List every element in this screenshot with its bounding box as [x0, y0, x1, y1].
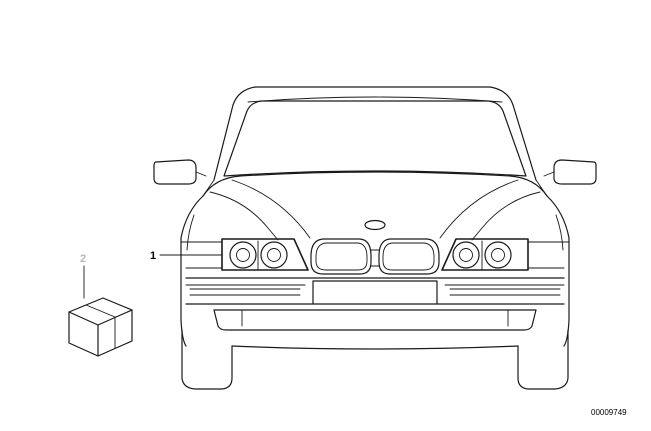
hood-line-right [439, 179, 519, 239]
fender-line-left [186, 214, 195, 251]
windshield [223, 100, 527, 177]
tire-left [181, 329, 233, 390]
bumper-strip-right [449, 288, 561, 296]
hood-line-left [231, 179, 311, 239]
headlight-right [441, 238, 529, 271]
headlight-surround-left [180, 241, 223, 269]
emblem [364, 219, 386, 231]
reference-number: 00009749 [591, 408, 627, 417]
mirror-left [153, 159, 207, 185]
car-front-view [153, 86, 597, 390]
headlight-surround-right [527, 241, 570, 269]
kidney-grille [310, 238, 440, 275]
tire-right [517, 329, 569, 390]
mirror-right [543, 159, 597, 185]
body-side-right [546, 195, 570, 347]
callout-label-1[interactable]: 1 [150, 250, 156, 262]
hood-outline [202, 171, 548, 197]
fender-line-right [555, 214, 564, 251]
car-roof-outline [213, 86, 537, 181]
air-intake [213, 309, 537, 331]
callout-1[interactable]: 1 [150, 250, 223, 262]
callout-label-2[interactable]: 2 [80, 253, 86, 265]
body-bottom [231, 345, 519, 350]
parts-box-icon [68, 297, 133, 357]
headlight-left [221, 238, 309, 271]
license-plate [312, 280, 438, 305]
hood-crease-right [471, 191, 541, 241]
roof-line [247, 96, 503, 103]
bumper-strip-left [189, 288, 301, 296]
body-side-left [180, 195, 204, 347]
callout-2[interactable]: 2 [80, 253, 86, 299]
hood-crease-left [209, 191, 279, 241]
